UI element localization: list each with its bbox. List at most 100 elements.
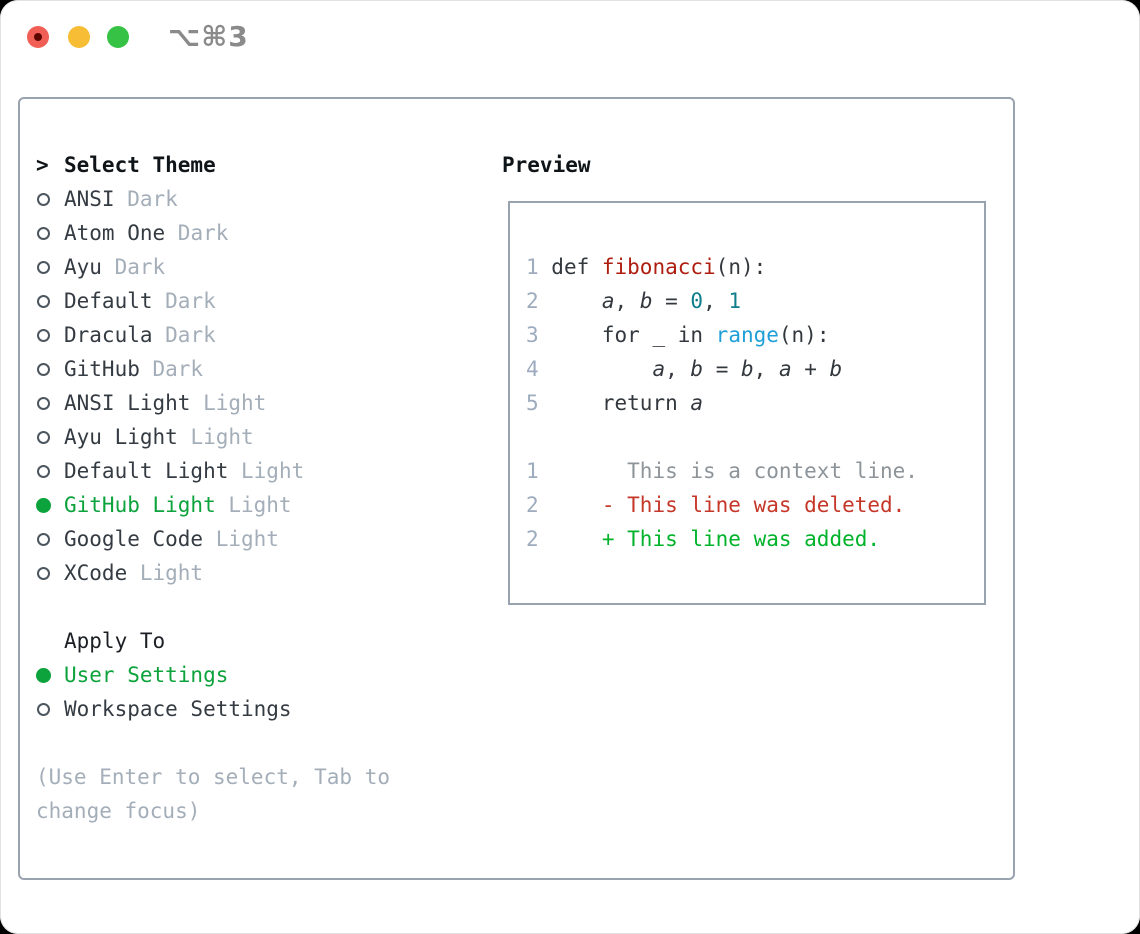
radio-col [36,294,64,308]
option-label: Default [64,289,153,313]
radio-icon[interactable] [37,464,50,478]
select-theme-header-row: > Select Theme [36,148,216,182]
code-token: def [551,255,602,279]
radio-icon[interactable] [37,430,50,444]
radio-icon[interactable] [37,702,50,716]
code-token: b [829,357,843,381]
unsaved-changes-dot [34,33,42,41]
code-token: b [690,357,704,381]
radio-col [36,430,64,444]
radio-col [36,362,64,376]
diff-text: + This line was added. [538,527,881,551]
radio-col [36,702,64,716]
code-token: range [715,323,779,347]
code-line: 5 return a [526,386,984,420]
theme-option-row[interactable]: GitHub Dark [36,352,304,386]
preview-header-row: Preview [502,148,591,182]
option-label: Ayu [64,255,102,279]
apply-to-option-row[interactable]: Workspace Settings [36,692,292,726]
radio-icon[interactable] [37,362,50,376]
option-label: Atom One [64,221,166,245]
theme-option-row[interactable]: XCode Light [36,556,304,590]
radio-selected-icon[interactable] [36,497,51,513]
line-number: 2 [526,289,552,313]
code-token: 0 [690,289,704,313]
code-line: 2 a, b = 0, 1 [526,284,984,318]
radio-col [36,192,64,206]
apply-to-option-row[interactable]: User Settings [36,658,292,692]
option-label: GitHub [64,357,140,381]
radio-col [36,396,64,410]
theme-option-row[interactable]: Ayu Dark [36,250,304,284]
option-label: Dracula [64,323,153,347]
option-variant-label: Dark [101,255,166,279]
code-token [551,357,652,381]
option-label: XCode [64,561,128,585]
theme-option-row[interactable]: GitHub Light Light [36,488,304,522]
radio-icon[interactable] [37,294,50,308]
diff-text: This is a context line. [538,459,918,483]
radio-icon[interactable] [37,328,50,342]
line-number: 2 [526,493,539,517]
radio-icon[interactable] [37,532,50,546]
theme-option-row[interactable]: Default Light Light [36,454,304,488]
radio-col [36,566,64,580]
radio-icon[interactable] [37,226,50,240]
code-line: 4 a, b = b, a + b [526,352,984,386]
option-variant-label: Light [177,425,254,449]
option-label: Google Code [64,527,204,551]
option-label: User Settings [64,663,229,687]
radio-col [36,260,64,274]
code-token: b [639,289,653,313]
radio-col [36,667,64,683]
code-token [551,289,602,313]
line-number: 4 [526,357,552,381]
theme-option-row[interactable]: ANSI Dark [36,182,304,216]
option-variant-label: Dark [165,221,229,245]
radio-col [36,464,64,478]
theme-option-row[interactable]: Atom One Dark [36,216,304,250]
apply-to-title: Apply To [64,629,166,653]
close-button[interactable] [27,26,49,48]
option-variant-label: Light [228,459,305,483]
zoom-button[interactable] [107,26,129,48]
line-number: 2 [526,527,539,551]
diff-text: - This line was deleted. [538,493,906,517]
radio-selected-icon[interactable] [36,667,51,683]
code-line: 3 for _ in range(n): [526,318,984,352]
theme-option-row[interactable]: ANSI Light Light [36,386,304,420]
titlebar: ⌥⌘3 [0,0,1140,72]
code-token: return [551,391,691,415]
radio-col [36,497,64,513]
radio-icon[interactable] [37,260,50,274]
diff-line-added: 2 + This line was added. [526,522,984,556]
theme-option-row[interactable]: Default Dark [36,284,304,318]
code-token: + [791,357,830,381]
radio-col [36,226,64,240]
code-token: , [665,357,691,381]
option-label: ANSI [64,187,115,211]
minimize-button[interactable] [68,26,90,48]
radio-icon[interactable] [37,566,50,580]
window-title: ⌥⌘3 [168,20,249,53]
code-token: (n): [715,255,767,279]
code-token: a [601,289,615,313]
option-variant-label: Light [190,391,267,415]
option-variant-label: Light [215,493,292,517]
diff-line-context: 1 This is a context line. [526,454,984,488]
code-token: fibonacci [601,255,716,279]
theme-option-row[interactable]: Google Code Light [36,522,304,556]
theme-option-row[interactable]: Ayu Light Light [36,420,304,454]
option-label: Workspace Settings [64,697,292,721]
option-label: GitHub Light [64,493,216,517]
theme-option-row[interactable]: Dracula Dark [36,318,304,352]
radio-icon[interactable] [37,192,50,206]
option-label: Ayu Light [64,425,178,449]
code-token: = [652,289,691,313]
radio-icon[interactable] [37,396,50,410]
line-number: 5 [526,391,552,415]
option-variant-label: Light [127,561,204,585]
